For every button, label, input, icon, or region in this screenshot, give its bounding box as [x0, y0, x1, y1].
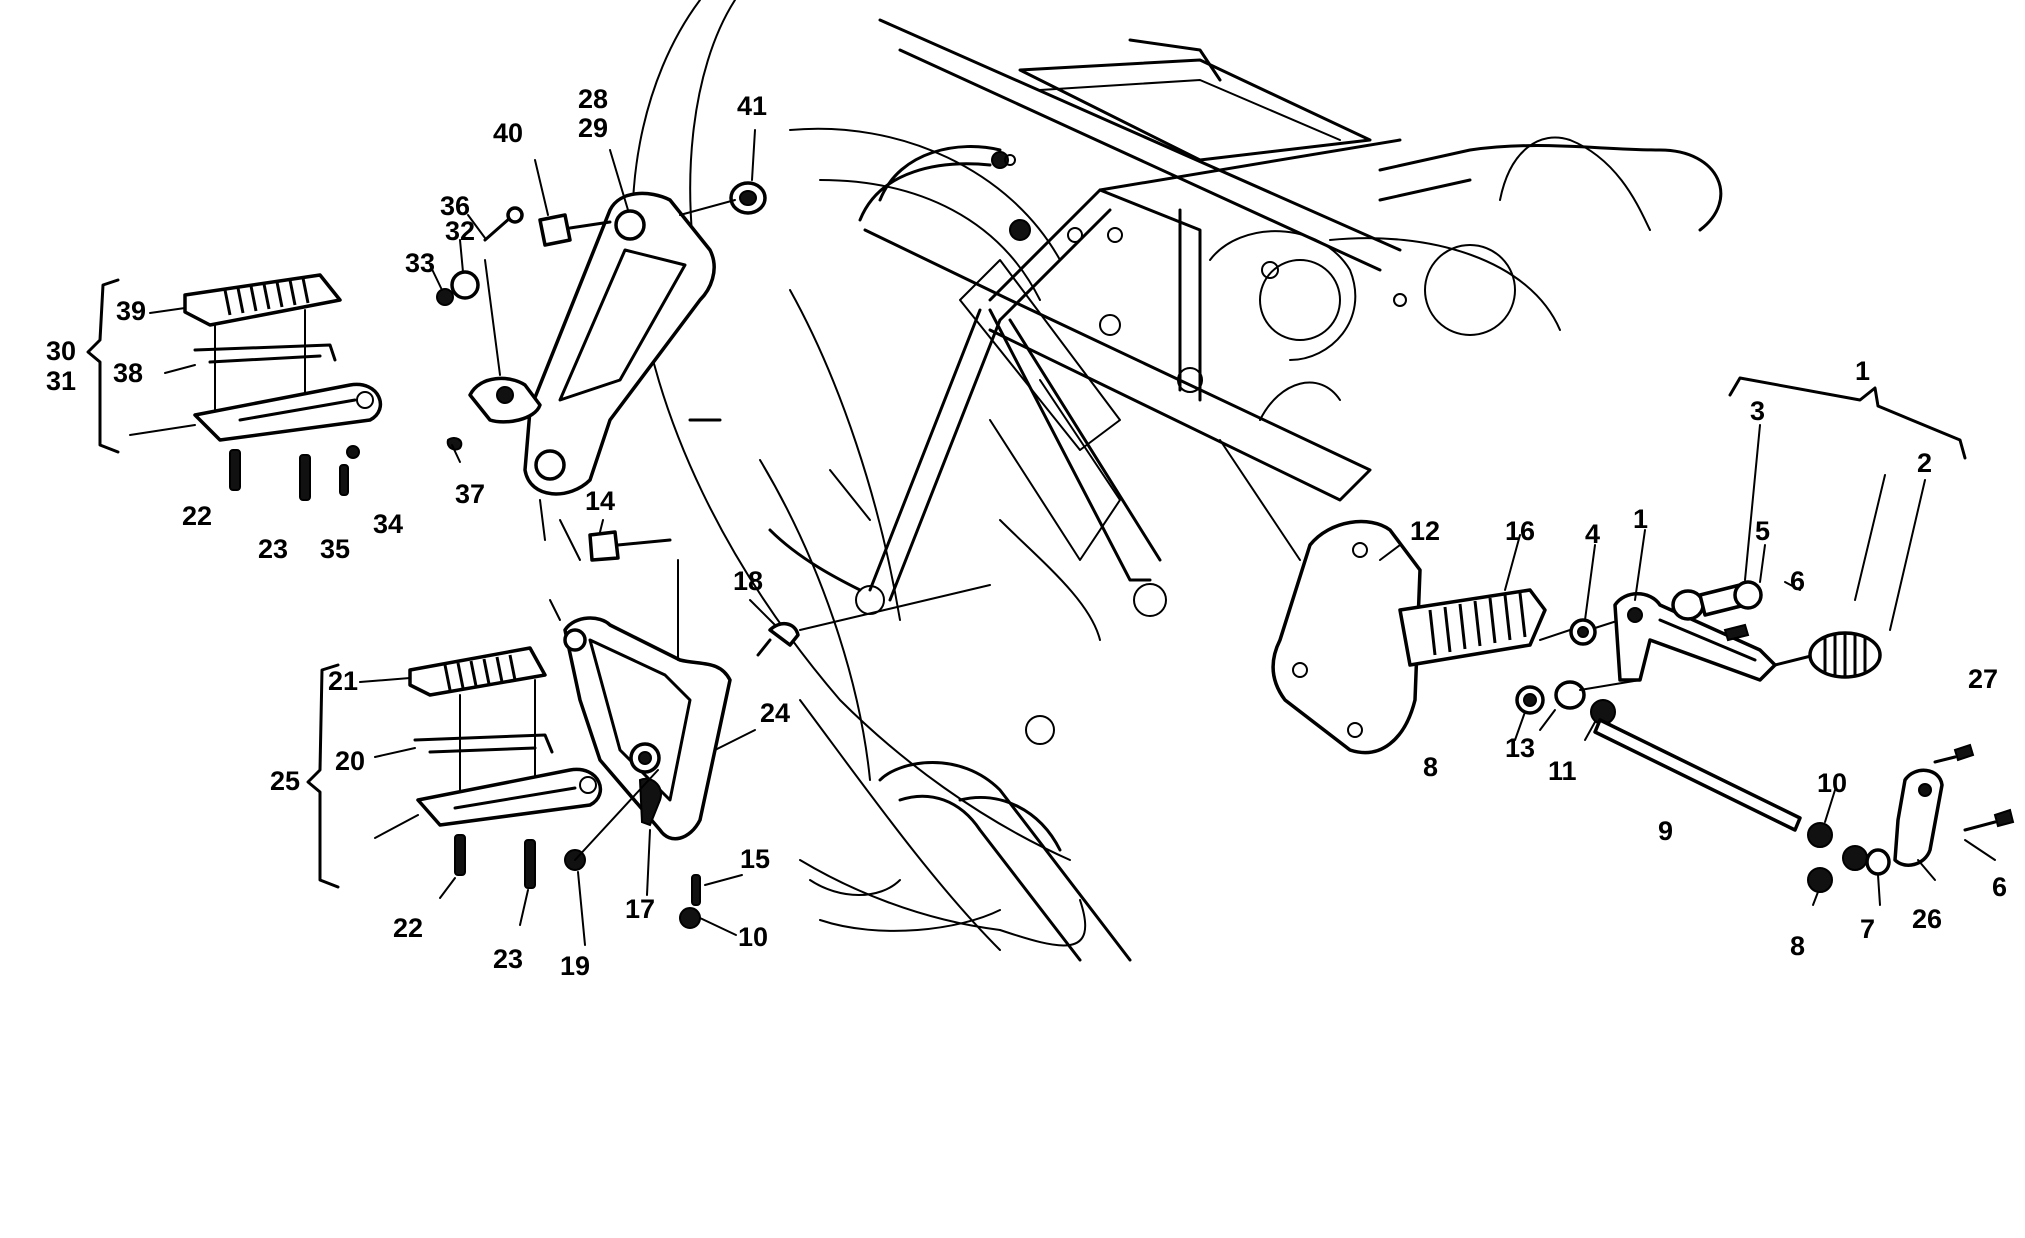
- callout-30: 30: [46, 336, 76, 366]
- callout-3: 3: [1750, 396, 1765, 426]
- callout-27: 27: [1968, 664, 1998, 694]
- callout-15: 15: [740, 844, 770, 874]
- callout-24: 24: [760, 698, 790, 728]
- callout-26: 26: [1912, 904, 1942, 934]
- callout-8: 8: [1790, 931, 1805, 961]
- callout-28: 28: [578, 84, 608, 114]
- group-brace-25: [306, 663, 340, 889]
- callout-16: 16: [1505, 516, 1535, 546]
- callout-10: 10: [738, 922, 768, 952]
- callout-14: 14: [585, 486, 615, 516]
- callout-29: 29: [578, 113, 608, 143]
- callout-36: 36: [440, 191, 470, 221]
- callout-37: 37: [455, 479, 485, 509]
- callout-41: 41: [737, 91, 767, 121]
- callout-1: 1: [1633, 504, 1648, 534]
- rear-footrest-bracket: [429, 129, 767, 496]
- callout-22: 22: [393, 913, 423, 943]
- rear-footrest-assembly-upper: [129, 273, 382, 501]
- callout-32: 32: [445, 216, 475, 246]
- callout-40: 40: [493, 118, 523, 148]
- callout-labels: 1 1 2 3 4 5 6 6 7 8 8 9 10 10 11 12 13 1…: [46, 84, 2007, 981]
- front-footrest-assembly-left: [359, 646, 602, 926]
- callout-22: 22: [182, 501, 212, 531]
- callout-34: 34: [373, 509, 403, 539]
- callout-12: 12: [1410, 516, 1440, 546]
- callout-6: 6: [1992, 872, 2007, 902]
- callout-8: 8: [1423, 752, 1438, 782]
- callout-21: 21: [328, 666, 358, 696]
- group-brace-1: [1728, 376, 1967, 460]
- callout-7: 7: [1860, 914, 1875, 944]
- callout-19: 19: [560, 951, 590, 981]
- callout-13: 13: [1505, 733, 1535, 763]
- callout-1: 1: [1855, 356, 1870, 386]
- callout-9: 9: [1658, 816, 1673, 846]
- callout-20: 20: [335, 746, 365, 776]
- motorcycle-frame-background: [539, 0, 1723, 962]
- callout-23: 23: [493, 944, 523, 974]
- callout-10: 10: [1817, 768, 1847, 798]
- callout-35: 35: [320, 534, 350, 564]
- callout-6: 6: [1790, 566, 1805, 596]
- gear-shift-assembly: [1271, 424, 2015, 906]
- callout-25: 25: [270, 766, 300, 796]
- callout-23: 23: [258, 534, 288, 564]
- callout-2: 2: [1917, 448, 1932, 478]
- callout-11: 11: [1548, 756, 1577, 786]
- callout-38: 38: [113, 358, 143, 388]
- footrest-rubber-39: [183, 273, 342, 327]
- callout-39: 39: [116, 296, 146, 326]
- callout-31: 31: [46, 366, 76, 396]
- callout-4: 4: [1585, 519, 1600, 549]
- callout-18: 18: [733, 566, 763, 596]
- callout-5: 5: [1755, 516, 1770, 546]
- group-brace-30-31: [86, 278, 120, 454]
- front-footrest-bracket: [563, 519, 991, 946]
- callout-33: 33: [405, 248, 435, 278]
- callout-17: 17: [625, 894, 655, 924]
